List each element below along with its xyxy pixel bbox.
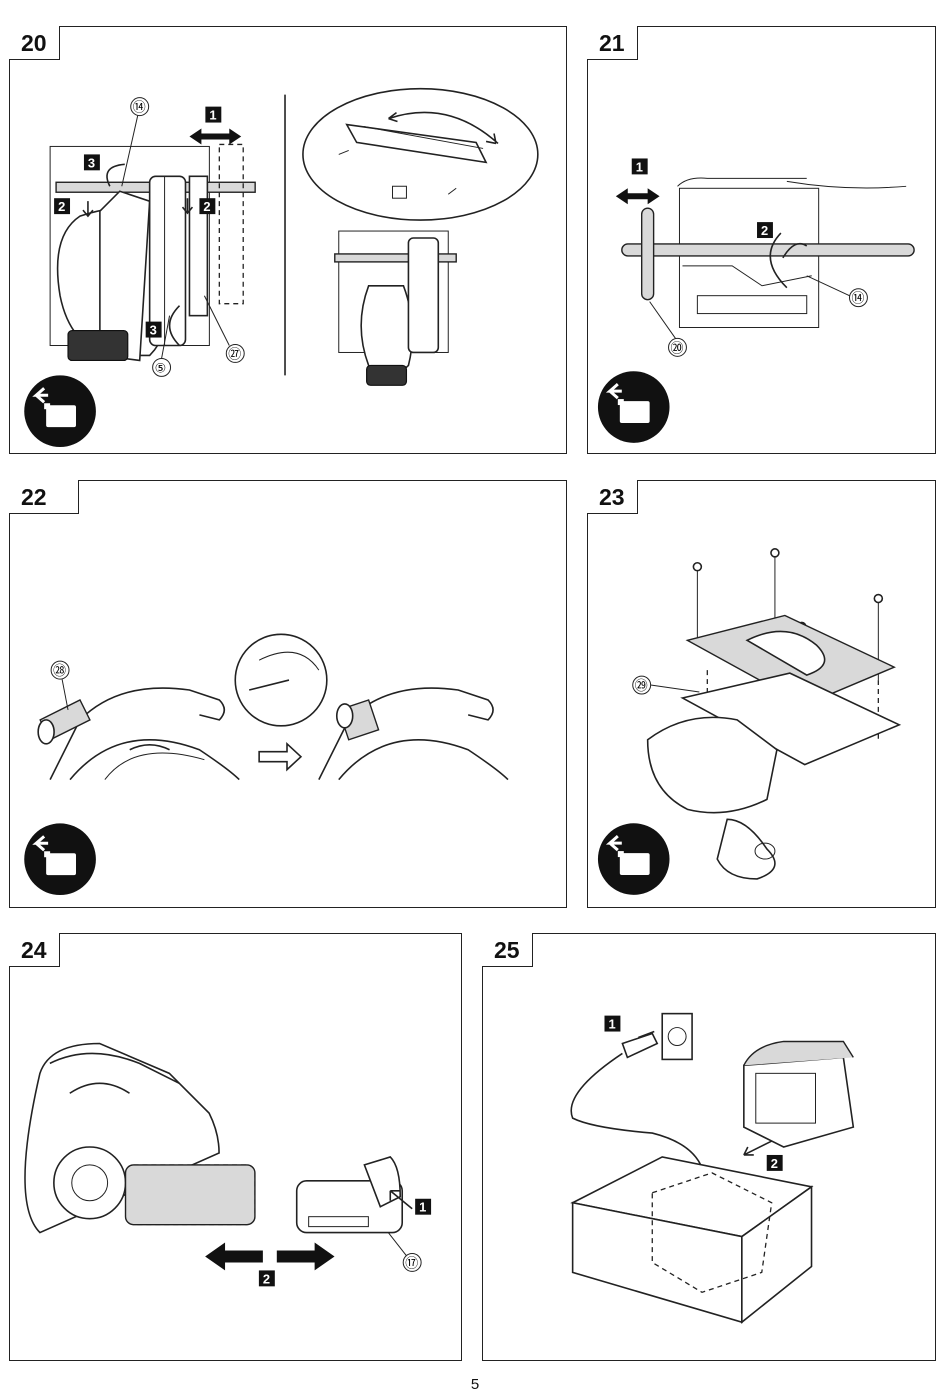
figure-panel-21: 2 1 1 2 ⑳ ⑭ [587, 26, 936, 454]
svg-text:2: 2 [203, 199, 210, 214]
svg-text:⑭: ⑭ [133, 101, 146, 116]
read-manual-icon [598, 371, 670, 443]
svg-text:1: 1 [608, 1017, 615, 1032]
read-manual-icon [24, 375, 96, 447]
svg-text:⑳: ⑳ [671, 341, 684, 356]
svg-text:⑭: ⑭ [851, 292, 864, 307]
svg-text:⑰: ⑰ [405, 1256, 418, 1271]
figure-panel-23: 23 ㉙ [587, 480, 936, 908]
svg-text:㉘: ㉘ [53, 664, 66, 679]
svg-text:⑤: ⑤ [155, 361, 167, 376]
saw-parallel-guide-illustration: 1 2 2 3 3 ⑭ ⑤ ㉗ [10, 27, 566, 453]
svg-text:3: 3 [88, 155, 95, 170]
base-plate-replacement-illustration: ㉙ [588, 481, 935, 907]
battery-charger-illustration: 1 2 [483, 934, 935, 1360]
read-manual-icon [24, 823, 96, 895]
page-number: 5 [0, 1376, 950, 1393]
svg-text:㉗: ㉗ [228, 347, 241, 362]
svg-text:2: 2 [761, 223, 768, 238]
svg-text:3: 3 [150, 323, 157, 338]
figure-panel-24: 24 1 2 ⑰ [9, 933, 462, 1361]
svg-text:2: 2 [58, 199, 65, 214]
svg-text:1: 1 [419, 1200, 426, 1215]
figure-panel-20: 20 1 2 2 3 3 ⑭ ⑤ ㉗ [9, 26, 567, 454]
read-manual-icon [598, 823, 670, 895]
svg-text:1: 1 [209, 108, 216, 123]
figure-panel-25: 25 1 2 [482, 933, 936, 1361]
guide-rail-adjustment-illustration: 1 2 ⑳ ⑭ [588, 27, 935, 453]
figure-panel-22: 22 ㉘ [9, 480, 567, 908]
svg-text:2: 2 [263, 1271, 270, 1286]
svg-text:㉙: ㉙ [635, 679, 648, 694]
svg-text:1: 1 [636, 159, 643, 174]
svg-text:2: 2 [771, 1156, 778, 1171]
battery-insert-remove-illustration: 1 2 ⑰ [10, 934, 461, 1360]
dust-nozzle-attachment-illustration: ㉘ [10, 481, 566, 907]
